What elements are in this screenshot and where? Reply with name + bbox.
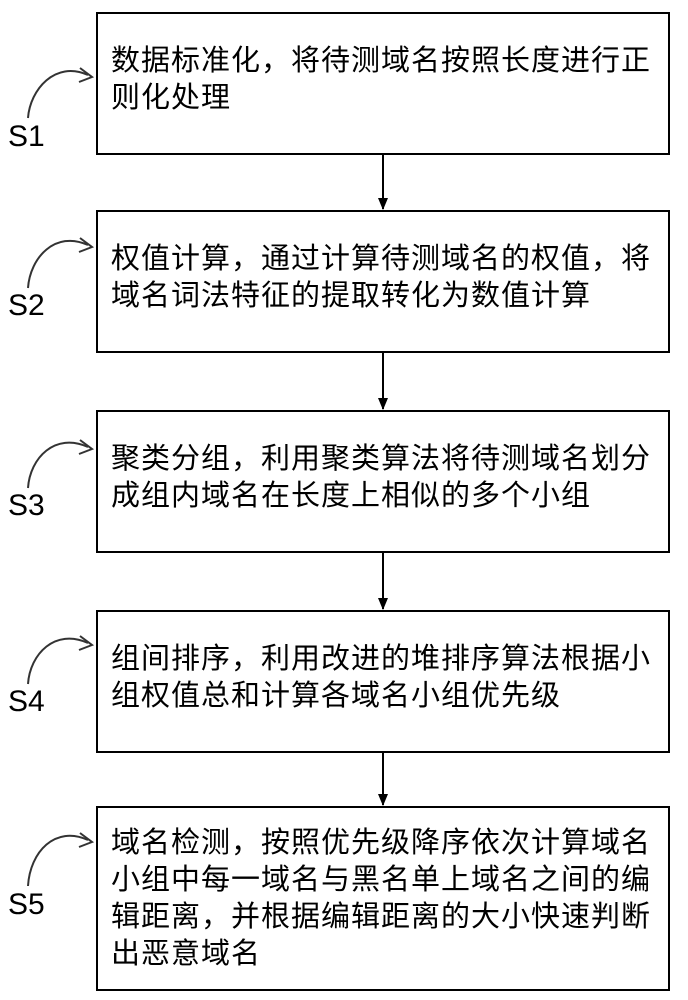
step-text-s1: 数据标准化，将待测域名按照长度进行正则化处理 xyxy=(111,43,652,114)
step-box-s2: 权值计算，通过计算待测域名的权值，将域名词法特征的提取转化为数值计算 xyxy=(96,210,670,353)
leader-head-s5 xyxy=(78,832,95,848)
step-box-s4: 组间排序，利用改进的堆排序算法根据小组权值总和计算各域名小组优先级 xyxy=(96,610,670,753)
leader-curve-s1 xyxy=(27,70,89,119)
leader-curve-s4 xyxy=(27,637,89,685)
step-label-s5: S5 xyxy=(8,888,45,921)
leader-head-s2 xyxy=(78,237,95,253)
step-label-s3: S3 xyxy=(8,489,45,522)
leader-curve-s2 xyxy=(27,239,89,289)
step-label-s2: S2 xyxy=(8,289,45,322)
leader-curve-s3 xyxy=(27,441,89,489)
leader-head-s4 xyxy=(78,635,95,651)
leader-curve-s5 xyxy=(27,834,89,887)
step-box-s5: 域名检测，按照优先级降序依次计算域名小组中每一域名与黑名单上域名之间的编辑距离，… xyxy=(96,806,670,991)
step-label-s1: S1 xyxy=(8,120,45,153)
leader-head-s3 xyxy=(78,439,95,455)
step-text-s3: 聚类分组，利用聚类算法将待测域名划分成组内域名在长度上相似的多个小组 xyxy=(111,441,652,512)
step-text-s4: 组间排序，利用改进的堆排序算法根据小组权值总和计算各域名小组优先级 xyxy=(111,641,652,712)
step-text-s2: 权值计算，通过计算待测域名的权值，将域名词法特征的提取转化为数值计算 xyxy=(111,241,652,312)
step-text-s5: 域名检测，按照优先级降序依次计算域名小组中每一域名与黑名单上域名之间的编辑距离，… xyxy=(111,825,652,970)
step-box-s3: 聚类分组，利用聚类算法将待测域名划分成组内域名在长度上相似的多个小组 xyxy=(96,410,670,553)
step-label-s4: S4 xyxy=(8,685,45,718)
leader-head-s1 xyxy=(78,67,95,83)
step-box-s1: 数据标准化，将待测域名按照长度进行正则化处理 xyxy=(96,12,670,155)
